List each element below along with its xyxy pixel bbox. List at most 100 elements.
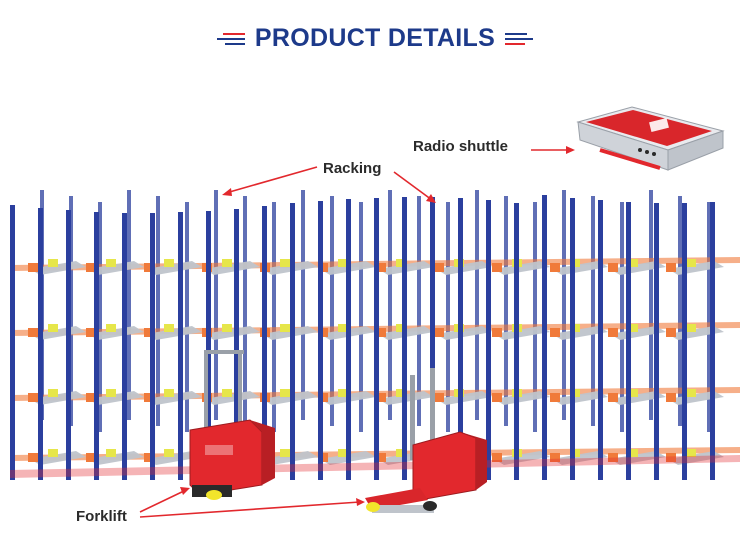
callout-arrows <box>139 146 575 518</box>
rack-connector <box>666 453 676 462</box>
rack-stopper <box>222 259 232 267</box>
rack-stopper <box>222 324 232 332</box>
rack-stopper <box>48 449 58 457</box>
rack-connector <box>550 393 560 402</box>
page-title: PRODUCT DETAILS <box>254 24 496 52</box>
rack-rail <box>88 326 144 340</box>
rack-connector <box>608 453 618 462</box>
rack-rail <box>494 451 550 465</box>
rack-connector <box>144 453 154 462</box>
rack-stopper <box>106 324 116 332</box>
rack-connector <box>86 453 96 462</box>
rack-rail <box>552 326 608 340</box>
rack-stopper <box>396 389 406 397</box>
rack-rail <box>146 451 202 465</box>
rack-connector <box>608 263 618 272</box>
rack-upright-back <box>620 202 624 432</box>
title-bar: PRODUCT DETAILS <box>0 24 750 53</box>
rack-stopper <box>280 259 290 267</box>
rack-connector <box>144 328 154 337</box>
rack-connector <box>492 393 502 402</box>
rack-upright-back <box>591 196 595 426</box>
rack-upright <box>626 202 631 480</box>
rack-rail <box>552 391 608 405</box>
rack-upright-back <box>475 190 479 420</box>
rack-rail <box>204 391 260 405</box>
rack-rail <box>610 451 666 465</box>
rack-upright-back <box>562 190 566 420</box>
rack-stopper <box>164 449 174 457</box>
racking-structure <box>10 190 740 480</box>
rack-stopper <box>280 389 290 397</box>
rack-upright <box>682 203 687 480</box>
rack-upright <box>402 197 407 480</box>
rack-stopper <box>106 389 116 397</box>
rack-connector <box>550 328 560 337</box>
arrow-head-icon <box>222 188 232 196</box>
rack-stopper <box>628 324 638 332</box>
rack-connector <box>666 263 676 272</box>
rack-connector <box>86 328 96 337</box>
rack-rail <box>146 326 202 340</box>
rack-upright-back <box>214 190 218 420</box>
radio-shuttle-label: Radio shuttle <box>413 138 509 155</box>
rack-upright <box>458 198 463 480</box>
rack-upright <box>374 198 379 480</box>
rack-connector <box>666 393 676 402</box>
rack-upright <box>514 203 519 480</box>
rack-upright-back <box>301 190 305 420</box>
rack-stopper <box>106 259 116 267</box>
rack-connector <box>434 263 444 272</box>
rack-upright <box>94 212 99 480</box>
rack-rail <box>552 451 608 465</box>
rack-upright-back <box>388 190 392 420</box>
rack-rail <box>88 451 144 465</box>
rack-upright <box>262 206 267 480</box>
rack-stopper <box>628 449 638 457</box>
rack-stopper <box>338 389 348 397</box>
forklift-label: Forklift <box>76 508 127 525</box>
racking-label: Racking <box>323 160 382 177</box>
rack-connector <box>608 393 618 402</box>
rack-rail <box>30 451 86 465</box>
rack-stopper <box>628 259 638 267</box>
rack-stopper <box>686 449 696 457</box>
rack-connector <box>28 453 38 462</box>
rack-stopper <box>48 324 58 332</box>
rack-rail <box>88 261 144 275</box>
rack-connector <box>376 393 386 402</box>
arrow-head-icon <box>356 498 365 506</box>
lines-decor-icon <box>216 32 245 45</box>
rack-upright <box>598 200 603 480</box>
rack-stopper <box>222 389 232 397</box>
rack-connector <box>492 263 502 272</box>
rack-upright-back <box>127 190 131 420</box>
rack-upright-back <box>330 196 334 426</box>
rack-rail <box>146 261 202 275</box>
rack-rail <box>610 326 666 340</box>
rack-rail <box>494 391 550 405</box>
rack-rail <box>204 261 260 275</box>
rack-upright <box>178 212 183 480</box>
rack-upright <box>122 213 127 480</box>
rack-upright-back <box>504 196 508 426</box>
rack-rail <box>436 261 492 275</box>
rack-upright <box>486 200 491 480</box>
rack-connector <box>376 263 386 272</box>
rack-connector <box>434 328 444 337</box>
rack-stopper <box>106 449 116 457</box>
rack-upright-back <box>446 202 450 432</box>
rack-connector <box>550 263 560 272</box>
rack-connector <box>376 328 386 337</box>
rack-connector <box>434 393 444 402</box>
rack-stopper <box>686 324 696 332</box>
rack-stopper <box>48 259 58 267</box>
rack-upright <box>430 197 435 480</box>
rack-connector <box>28 393 38 402</box>
rack-connector <box>28 263 38 272</box>
rack-upright-back <box>707 202 711 432</box>
rack-upright <box>38 208 43 480</box>
rack-stopper <box>628 389 638 397</box>
rack-stopper <box>396 449 406 457</box>
rack-stopper <box>164 259 174 267</box>
